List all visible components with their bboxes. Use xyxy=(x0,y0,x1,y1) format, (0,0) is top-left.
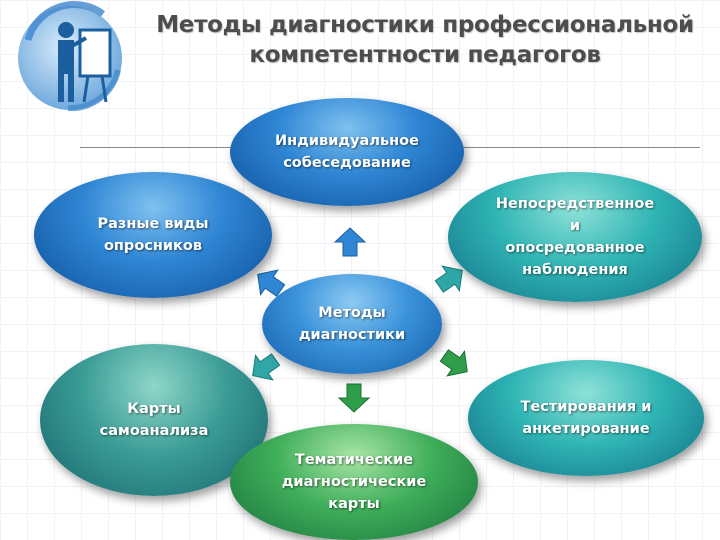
node-text-line: анкетирование xyxy=(522,421,650,437)
arrow-icon xyxy=(333,227,367,257)
node-text-line: Карты xyxy=(127,401,181,417)
page-title: Методы диагностики профессиональной комп… xyxy=(140,10,710,70)
node-thematic-cards: Тематические диагностические карты xyxy=(230,424,478,540)
teacher-at-board-icon xyxy=(18,1,122,112)
node-questionnaires: Разные виды опросников xyxy=(34,172,272,298)
arrow-icon xyxy=(252,353,281,381)
node-self-analysis-cards: Карты самоанализа xyxy=(40,344,268,496)
node-text-line: Разные виды xyxy=(97,216,209,232)
node-text-line: Методы xyxy=(318,305,386,321)
node-text-line: карты xyxy=(328,496,380,512)
node-text-line: Индивидуальное xyxy=(275,133,419,149)
arrow-icon xyxy=(434,265,463,293)
title-line-1: Методы диагностики профессиональной xyxy=(156,12,694,38)
arrow-icon xyxy=(337,383,371,413)
node-individual-interview: Индивидуальное собеседование xyxy=(230,98,464,206)
node-testing: Тестирования и анкетирование xyxy=(468,360,704,476)
node-text-line: Тестирования и xyxy=(520,399,652,415)
node-center-methods: Методы диагностики xyxy=(262,274,442,374)
arrow-icon xyxy=(257,269,286,297)
title-line-2: компетентности педагогов xyxy=(249,42,601,68)
node-observation: Непосредственное и опосредованное наблюд… xyxy=(448,172,702,302)
arrow-icon xyxy=(439,349,468,377)
node-text-line: и xyxy=(569,218,581,234)
node-text-line: собеседование xyxy=(283,155,411,171)
node-text-line: диагностические xyxy=(281,474,427,490)
node-text-line: диагностики xyxy=(298,327,406,343)
node-text-line: наблюдения xyxy=(522,262,628,278)
node-text-line: опосредованное xyxy=(505,240,645,256)
node-text-line: Тематические xyxy=(294,452,414,468)
node-text-line: опросников xyxy=(103,238,203,254)
node-text-line: Непосредственное xyxy=(495,196,655,212)
node-text-line: самоанализа xyxy=(99,423,209,439)
